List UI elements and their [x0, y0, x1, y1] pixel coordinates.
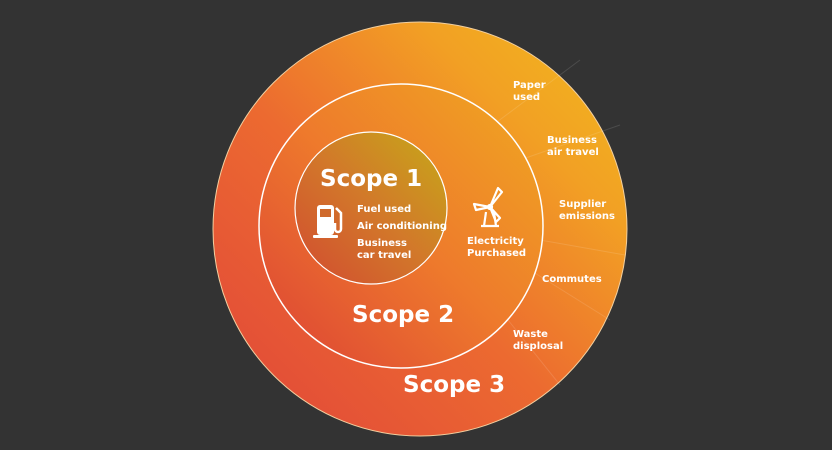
- scope3-item-air-travel: Business air travel: [547, 135, 599, 158]
- scope3-item-supplier: Supplier emissions: [559, 199, 615, 222]
- scope3-item-paper: Paper used: [513, 80, 546, 103]
- scope2-title: Scope 2: [352, 302, 455, 328]
- scope1-title: Scope 1: [320, 166, 423, 192]
- scope3-title: Scope 3: [403, 372, 506, 398]
- fuel-pump-icon: [313, 205, 343, 238]
- scope1-item-air-conditioning: Air conditioning: [357, 221, 447, 232]
- scope1-item-business-car: Business car travel: [357, 238, 412, 261]
- scope3-item-commutes: Commutes: [542, 274, 602, 285]
- scope2-item-electricity: Electricity Purchased: [467, 236, 527, 259]
- scope3-item-waste: Waste displosal: [513, 329, 564, 352]
- scope1-core: [294, 131, 448, 285]
- scope1-item-fuel: Fuel used: [357, 204, 412, 215]
- wind-turbine-icon: [472, 186, 504, 228]
